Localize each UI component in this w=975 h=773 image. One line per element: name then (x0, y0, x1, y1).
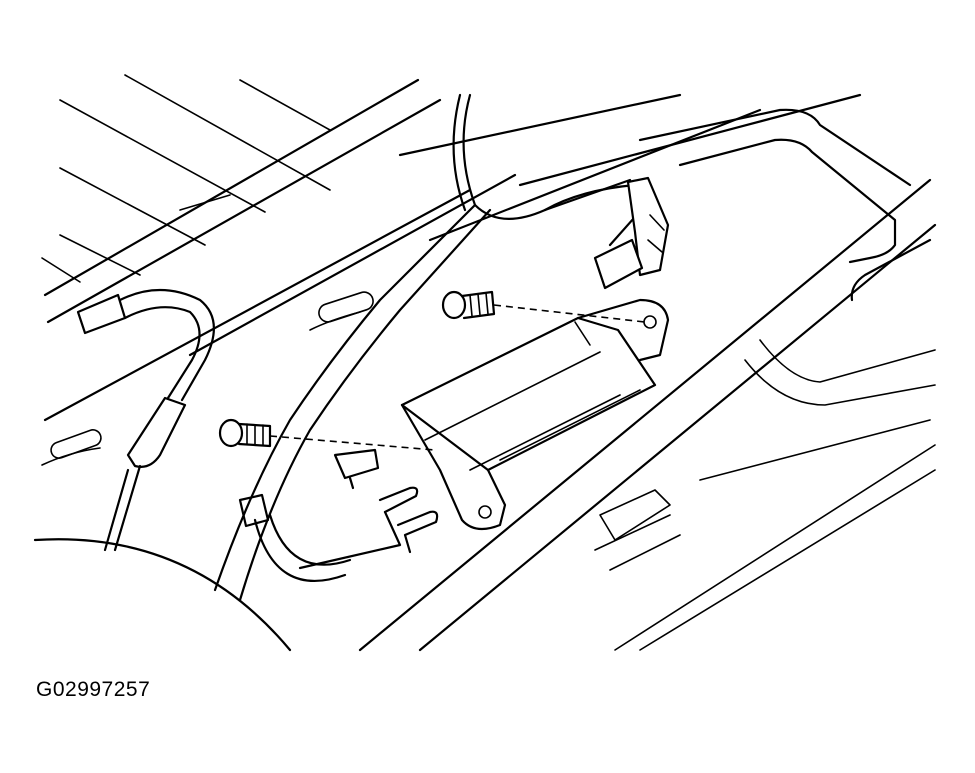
screw-alignment-lines (269, 304, 646, 451)
trim-rails (43, 93, 862, 422)
upper-wiring-harness (213, 93, 652, 602)
harness-connector (593, 176, 670, 290)
control-module (400, 298, 670, 531)
dashboard-curve (33, 538, 292, 652)
mounting-screw-lower (218, 418, 272, 448)
trim-slots (41, 291, 374, 466)
figure-id-label: G02997257 (36, 678, 151, 701)
left-wiring-harness (76, 288, 215, 552)
mounting-screw-upper (441, 290, 496, 320)
upper-left-ribbed-panel (41, 74, 442, 324)
lower-terminals (238, 448, 439, 583)
console-housing (358, 108, 937, 652)
